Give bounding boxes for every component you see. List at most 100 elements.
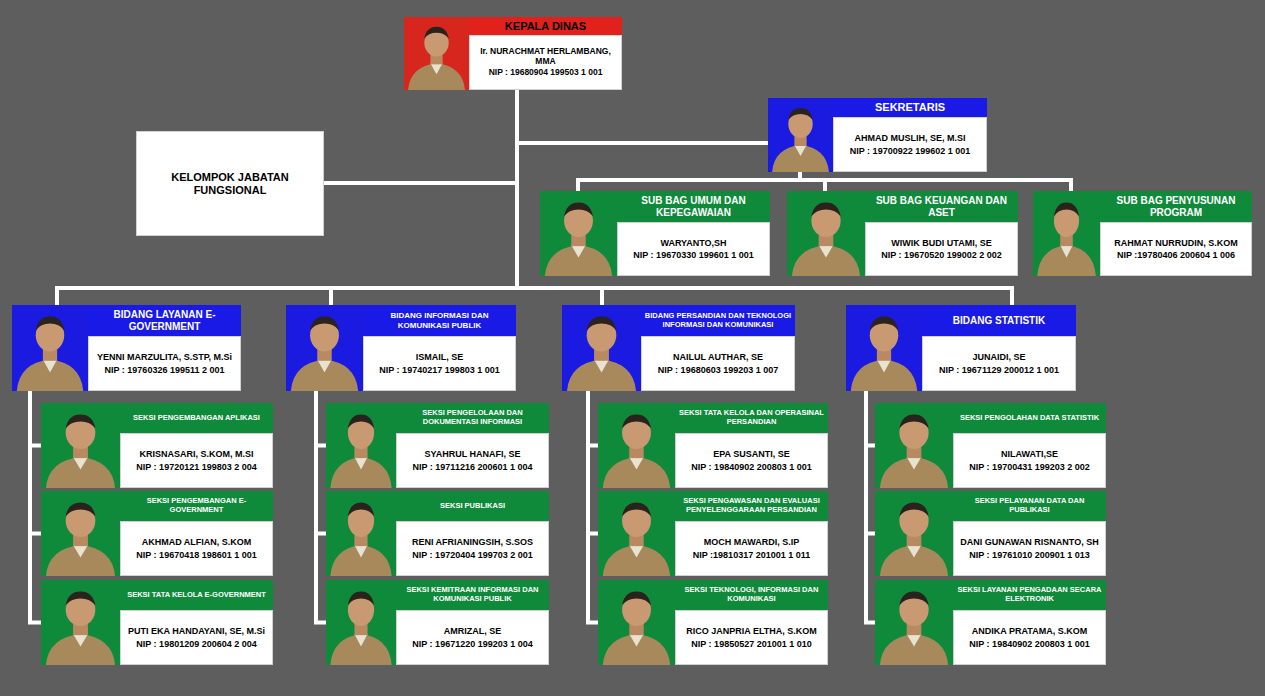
box-header: BIDANG STATISTIK <box>922 305 1076 336</box>
box-body: WARYANTO,SHNIP : 19670330 199601 1 001 <box>617 222 770 276</box>
org-box: SEKSI PENGAWASAN DAN EVALUASI PENYELENGG… <box>598 491 828 576</box>
node-text: WARYANTO,SH <box>660 238 726 248</box>
org-box: SEKSI PUBLIKASIRENI AFRIANINGSIH, S.SOSN… <box>326 491 549 576</box>
node-text: SEKSI LAYANAN PENGADAAN SECARA ELEKTRONI… <box>956 586 1103 603</box>
box-body: Ir. NURACHMAT HERLAMBANG, MMANIP : 19680… <box>469 35 622 90</box>
box-body: ANDIKA PRATAMA, S.KOMNIP : 19840902 2008… <box>953 610 1106 665</box>
box-column: BIDANG PERSANDIAN DAN TEKNOLOGI INFORMAS… <box>641 305 795 391</box>
photo-slot <box>404 17 469 90</box>
photo <box>12 305 88 391</box>
node-text: BIDANG STATISTIK <box>953 315 1045 327</box>
box-header: SEKSI KEMITRAAN INFORMASI DAN KOMUNIKASI… <box>396 580 549 610</box>
org-connector <box>866 391 875 623</box>
org-connector <box>331 90 517 305</box>
node-text: SEKSI TATA KELOLA DAN OPERASINAL PERSAND… <box>678 409 825 426</box>
node-text: NILAWATI,SE <box>1001 449 1058 459</box>
box-column: SEKSI KEMITRAAN INFORMASI DAN KOMUNIKASI… <box>396 580 549 665</box>
node-text: NIP : 19720404 199703 2 001 <box>412 550 532 560</box>
box-header: BIDANG PERSANDIAN DAN TEKNOLOGI INFORMAS… <box>641 305 795 336</box>
photo-slot <box>787 191 865 276</box>
node-text: NIP : 19670520 199002 2 002 <box>881 250 1001 260</box>
node-text: NIP : 19850527 201001 1 010 <box>691 639 811 649</box>
org-box: SEKRETARISAHMAD MUSLIH, SE, M.SINIP : 19… <box>768 98 987 172</box>
box-column: SEKSI LAYANAN PENGADAAN SECARA ELEKTRONI… <box>953 580 1106 665</box>
box-header: SEKSI PENGOLAHAN DATA STATISTIK <box>953 403 1106 433</box>
node-text: SUB BAG UMUM DAN KEPEGAWAIAN <box>620 195 767 218</box>
photo-slot <box>41 580 120 665</box>
photo <box>41 580 120 665</box>
node-text: KRISNASARI, S.KOM, M.SI <box>139 449 253 459</box>
node-text: NIP : 19700922 199602 1 001 <box>850 146 970 156</box>
photo <box>598 580 675 665</box>
box-body: RAHMAT NURRUDIN, S.KOM NIP :19780406 2006… <box>1100 222 1252 276</box>
photo-slot <box>326 491 396 576</box>
node-text: SEKSI PUBLIKASI <box>440 502 505 511</box>
photo-slot <box>768 98 833 172</box>
box-body: NAILUL AUTHAR, SENIP : 19680603 199203 1… <box>641 336 795 391</box>
photo <box>41 491 120 576</box>
box-column: SEKSI TATA KELOLA E-GOVERNMENTPUTI EKA H… <box>120 580 273 665</box>
photo <box>326 403 396 488</box>
box-body: YENNI MARZULITA, S.STP, M.SiNIP : 197603… <box>88 336 241 391</box>
photo-slot <box>326 403 396 488</box>
box-column: SEKSI TATA KELOLA DAN OPERASINAL PERSAND… <box>675 403 828 488</box>
node-text: SYAHRUL HANAFI, SE <box>424 449 520 459</box>
box-column: SUB BAG UMUM DAN KEPEGAWAIAN WARYANTO,SHN… <box>617 191 770 276</box>
org-box: SEKSI PENGOLAHAN DATA STATISTIK NILAWATI,… <box>875 403 1106 488</box>
box-body: AKHMAD ALFIAN, S.KOMNIP : 19670418 19860… <box>120 521 273 576</box>
photo <box>875 491 953 576</box>
box-header: SEKRETARIS <box>833 98 987 117</box>
photo <box>787 191 865 276</box>
node-text: SUB BAG PENYUSUNAN PROGRAM <box>1103 195 1249 218</box>
org-box: SEKSI PENGELOLAAN DAN DOKUMENTASI INFORM… <box>326 403 549 488</box>
photo-slot <box>41 491 120 576</box>
box-header: SUB BAG UMUM DAN KEPEGAWAIAN <box>617 191 770 222</box>
box-column: SEKSI PELAYANAN DATA DAN PUBLIKASIDANI G… <box>953 491 1106 576</box>
node-text: SEKSI TEKNOLOGI, INFORMASI DAN KOMUNIKAS… <box>678 586 825 603</box>
box-column: SEKSI PENGAWASAN DAN EVALUASI PENYELENGG… <box>675 491 828 576</box>
node-text: BIDANG LAYANAN E-GOVERNMENT <box>91 309 238 332</box>
node-text: NIP : 19740217 199803 1 001 <box>379 365 499 375</box>
node-text: SUB BAG KEUANGAN DAN ASET <box>868 195 1015 218</box>
node-text: NIP : 19680904 199503 1 001 <box>489 68 603 78</box>
node-text: AMRIZAL, SE <box>444 626 502 636</box>
org-box: SUB BAG UMUM DAN KEPEGAWAIAN WARYANTO,SHN… <box>540 191 770 276</box>
photo-slot <box>598 403 675 488</box>
node-text: SEKSI PENGOLAHAN DATA STATISTIK <box>960 414 1099 423</box>
node-text: SEKSI KEMITRAAN INFORMASI DAN KOMUNIKASI… <box>399 586 546 603</box>
photo-slot <box>326 580 396 665</box>
box-body: ISMAIL, SENIP : 19740217 199803 1 001 <box>363 336 516 391</box>
box-column: BIDANG LAYANAN E-GOVERNMENT YENNI MARZULI… <box>88 305 241 391</box>
photo <box>846 305 922 391</box>
box-body: SYAHRUL HANAFI, SENIP : 19711216 200601 … <box>396 433 549 488</box>
node-text: NIP : 19700431 199203 2 002 <box>969 462 1089 472</box>
photo-slot <box>41 403 120 488</box>
node-text: ANDIKA PRATAMA, S.KOM <box>972 626 1087 636</box>
photo-slot <box>12 305 88 391</box>
org-box: KELOMPOK JABATAN FUNGSIONAL <box>136 131 324 236</box>
box-header: SEKSI PUBLIKASI <box>396 491 549 521</box>
box-body: AHMAD MUSLIH, SE, M.SINIP : 19700922 199… <box>833 117 987 172</box>
box-body: DANI GUNAWAN RISNANTO, SHNIP : 19761010 … <box>953 521 1106 576</box>
photo <box>404 17 469 90</box>
node-text: PUTI EKA HANDAYANI, SE, M.Si <box>128 626 265 636</box>
org-box: SEKSI TATA KELOLA DAN OPERASINAL PERSAND… <box>598 403 828 488</box>
org-connector <box>316 391 326 623</box>
node-text: SEKSI PENGEMBANGAN E-GOVERNMENT <box>123 497 270 514</box>
node-text: NIP :19810317 201001 1 011 <box>693 550 810 560</box>
box-column: SEKSI PENGEMBANGAN E-GOVERNMENT AKHMAD AL… <box>120 491 273 576</box>
node-text: RICO JANPRIA ELTHA, S.KOM <box>686 626 817 636</box>
org-box: BIDANG STATISTIKJUNAIDI, SENIP : 1967112… <box>846 305 1076 391</box>
box-header: SUB BAG KEUANGAN DAN ASET <box>865 191 1018 222</box>
org-connector <box>324 90 517 183</box>
box-column: SUB BAG KEUANGAN DAN ASETWIWIK BUDI UTAM… <box>865 191 1018 276</box>
photo-slot <box>286 305 363 391</box>
node-text: NIP : 19760326 199511 2 001 <box>105 365 225 375</box>
node-text: NIP :19780406 200604 1 006 <box>1117 250 1235 260</box>
box-column: SEKSI PENGOLAHAN DATA STATISTIK NILAWATI,… <box>953 403 1106 488</box>
org-box: SEKSI KEMITRAAN INFORMASI DAN KOMUNIKASI… <box>326 580 549 665</box>
node-text: NAILUL AUTHAR, SE <box>673 352 763 362</box>
node-text: RAHMAT NURRUDIN, S.KOM <box>1114 238 1237 248</box>
org-connector <box>57 90 517 305</box>
box-column: BIDANG INFORMASI DAN KOMUNIKASI PUBLIKIS… <box>363 305 516 391</box>
